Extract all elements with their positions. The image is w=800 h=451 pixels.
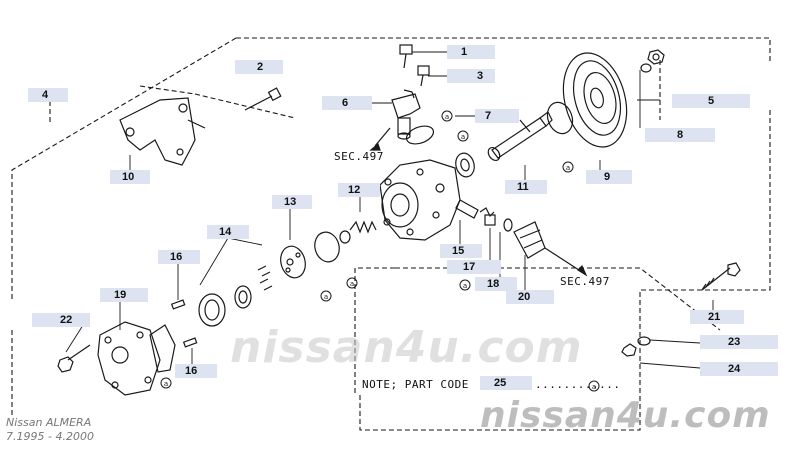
marker-a: a <box>445 113 449 121</box>
part-15-valve[interactable] <box>455 199 479 219</box>
callout-18[interactable]: 18 <box>475 277 517 291</box>
part-14-rotor[interactable] <box>234 265 273 309</box>
callout-23[interactable]: 23 <box>700 335 778 349</box>
model-name: Nissan ALMERA <box>6 416 92 429</box>
part-gasket[interactable] <box>149 324 176 373</box>
callout-2[interactable]: 2 <box>235 60 283 74</box>
part-pump-body[interactable] <box>379 159 461 241</box>
part-16-pin-a[interactable] <box>170 299 186 310</box>
marker-a: a <box>350 280 354 288</box>
part-7-o-ring[interactable] <box>404 123 436 148</box>
part-o-ring-large[interactable] <box>312 229 343 264</box>
leader-lines <box>65 51 714 369</box>
part-12-spring[interactable] <box>349 220 377 234</box>
part-18-o-ring[interactable] <box>503 218 513 232</box>
marker-a-text: a a a a a a a a <box>164 113 596 391</box>
callout-10[interactable]: 10 <box>110 170 150 184</box>
assembly-outline <box>11 37 771 431</box>
sec-ref-right[interactable]: SEC.497 <box>560 275 610 288</box>
watermark-center: nissan4u.com <box>230 322 583 373</box>
callout-5[interactable]: 5 <box>672 94 750 108</box>
callout-21[interactable]: 21 <box>690 310 744 324</box>
part-10-bracket[interactable] <box>119 97 206 166</box>
marker-a: a <box>592 383 596 391</box>
part-1-bolt[interactable] <box>399 44 413 69</box>
callout-13[interactable]: 13 <box>272 195 312 209</box>
part-3-bolt[interactable] <box>417 65 430 87</box>
sec-arrow-top <box>369 127 391 151</box>
note-part-code: NOTE; PART CODE <box>362 378 469 391</box>
callout-3[interactable]: 3 <box>447 69 495 83</box>
callout-4[interactable]: 4 <box>28 88 68 102</box>
part-17-spring[interactable] <box>479 207 496 226</box>
watermark-bottom: nissan4u.com <box>480 395 771 436</box>
marker-a: a <box>324 293 328 301</box>
model-dates: 7.1995 - 4.2000 <box>6 430 94 443</box>
note-dots: ............ <box>535 378 621 391</box>
callout-19[interactable]: 19 <box>100 288 148 302</box>
callout-7[interactable]: 7 <box>475 109 519 123</box>
marker-a: a <box>463 282 467 290</box>
part-oil-seal[interactable] <box>453 151 477 179</box>
callout-17[interactable]: 17 <box>447 260 501 274</box>
part-5-nut[interactable] <box>647 49 665 65</box>
callout-9[interactable]: 9 <box>586 170 632 184</box>
marker-a: a <box>164 380 168 388</box>
part-22-bolt[interactable] <box>57 344 91 373</box>
callout-14[interactable]: 14 <box>207 225 249 239</box>
marker-a-group <box>160 110 600 392</box>
part-24-nut[interactable] <box>621 343 637 357</box>
part-6-fitting[interactable] <box>391 89 421 140</box>
part-21-bolt[interactable] <box>701 262 741 291</box>
part-snap-ring[interactable] <box>543 99 576 137</box>
callout-6[interactable]: 6 <box>322 96 372 110</box>
callout-8[interactable]: 8 <box>645 128 715 142</box>
callout-1[interactable]: 1 <box>447 45 495 59</box>
part-o-ring-small[interactable] <box>339 230 351 244</box>
sec-arrow-right <box>544 247 588 277</box>
callout-11[interactable]: 11 <box>505 180 547 194</box>
part-20-connector[interactable] <box>513 221 546 259</box>
callout-20[interactable]: 20 <box>506 290 554 304</box>
marker-a: a <box>566 164 570 172</box>
callout-24[interactable]: 24 <box>700 362 778 376</box>
part-19-cover[interactable] <box>198 293 226 327</box>
part-2-bolt[interactable] <box>244 87 282 111</box>
part-19-rear-housing[interactable] <box>97 321 161 396</box>
callout-16-bottom[interactable]: 16 <box>175 364 217 378</box>
note-prefix: NOTE; PART CODE <box>362 378 469 391</box>
callout-25[interactable]: 25 <box>480 376 532 390</box>
sec-ref-top[interactable]: SEC.497 <box>334 150 384 163</box>
part-13-cam-ring[interactable] <box>277 243 308 280</box>
marker-a: a <box>461 133 465 141</box>
callout-16-top[interactable]: 16 <box>158 250 200 264</box>
part-9-pulley[interactable] <box>554 46 637 154</box>
callout-15[interactable]: 15 <box>440 244 482 258</box>
callout-22[interactable]: 22 <box>32 313 90 327</box>
part-16-pin-b[interactable] <box>182 337 198 348</box>
part-11-shaft[interactable] <box>486 111 553 163</box>
part-8-washer[interactable] <box>640 63 652 73</box>
part-23-washer[interactable] <box>637 336 651 346</box>
callout-12[interactable]: 12 <box>338 183 380 197</box>
